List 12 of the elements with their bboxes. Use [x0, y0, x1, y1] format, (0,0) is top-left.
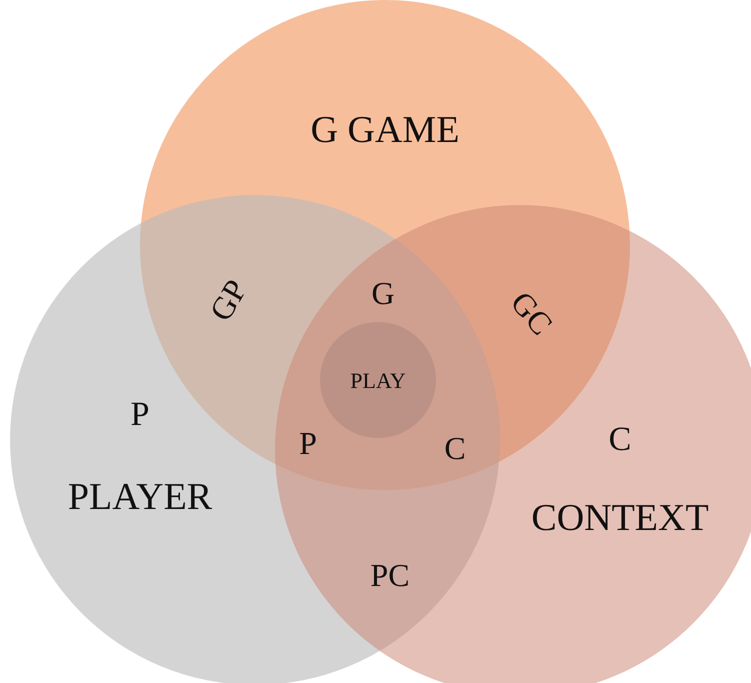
core-label: PLAY — [350, 370, 406, 392]
overlap-label: G — [371, 277, 395, 309]
set-label: PLAYER — [68, 478, 212, 516]
overlap-label: P — [299, 427, 317, 459]
overlap-label: C — [444, 432, 466, 464]
set-label: CONTEXT — [531, 499, 709, 537]
set-label: G GAME — [310, 111, 460, 149]
set-letter: C — [608, 423, 632, 457]
overlap-label: GP — [204, 274, 252, 326]
overlap-label: GC — [505, 286, 559, 340]
overlap-label: PC — [370, 559, 410, 591]
set-letter: P — [130, 398, 150, 432]
